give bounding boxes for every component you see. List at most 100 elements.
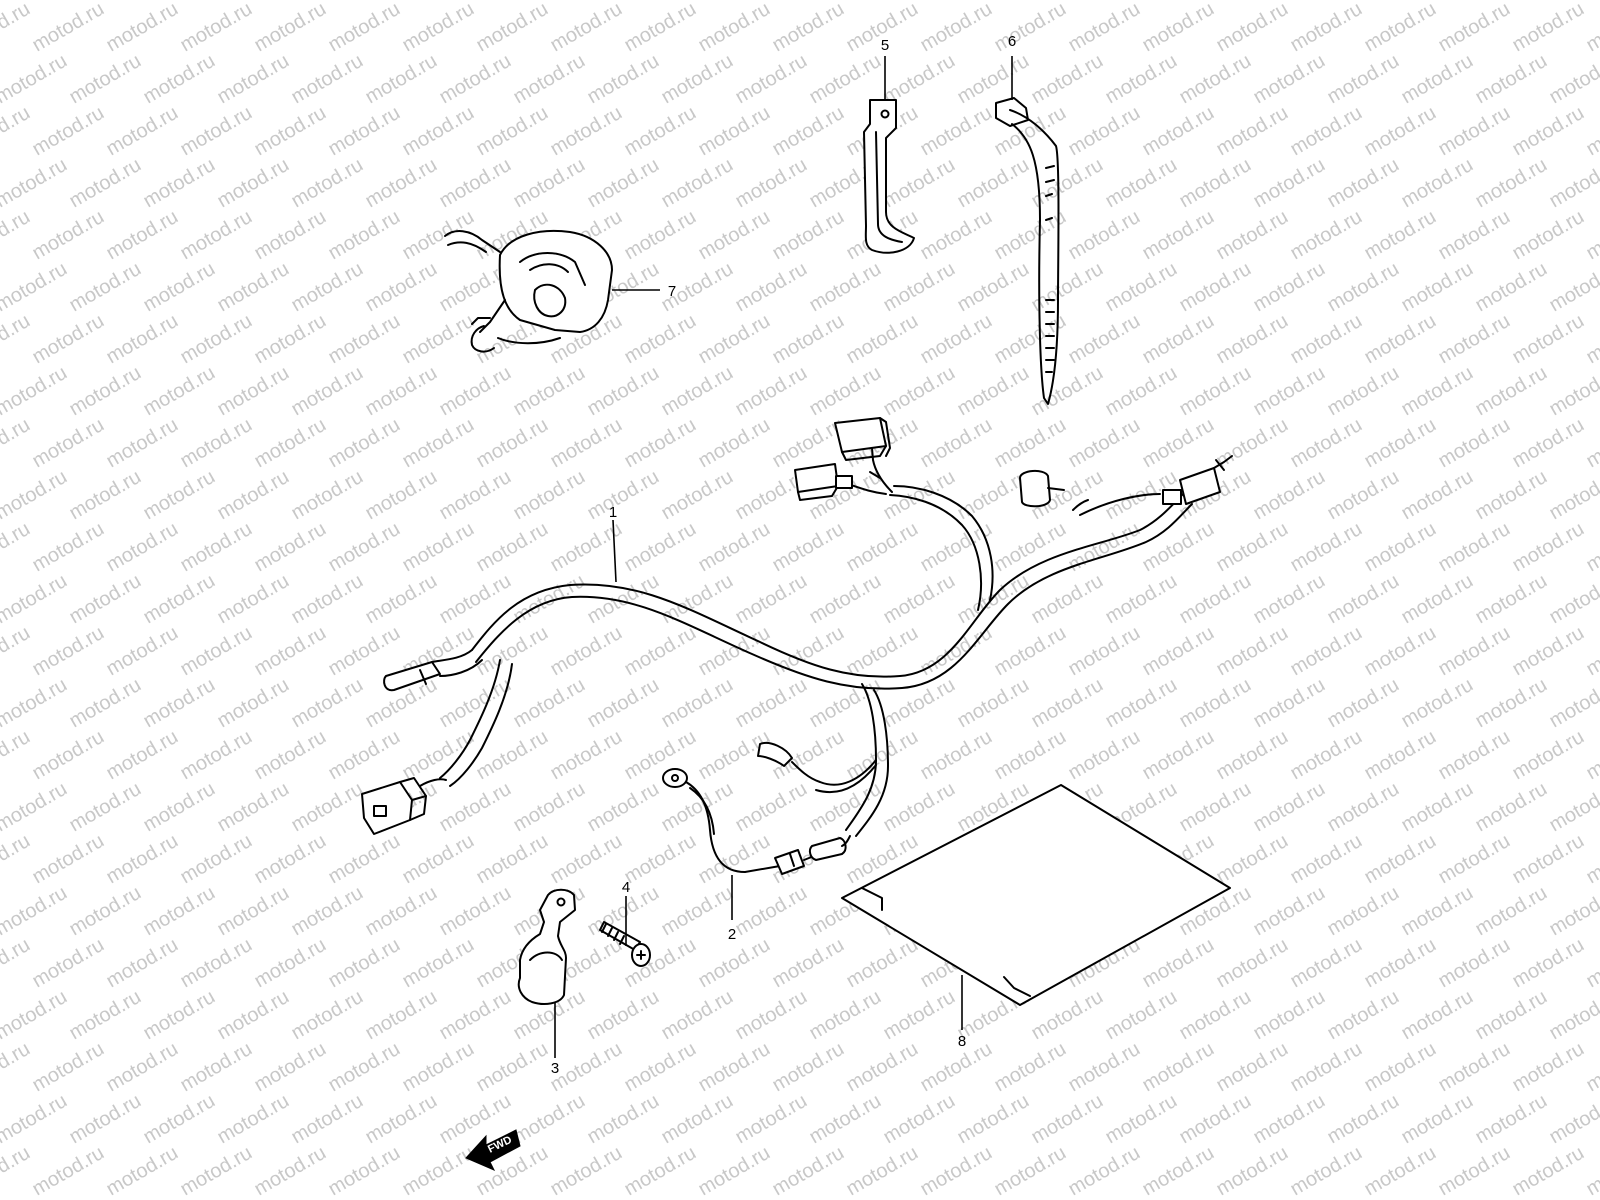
watermark-text: motod.ru [1102,50,1181,109]
watermark-text: motod.ru [769,0,848,56]
watermark-text: motod.ru [1324,1090,1403,1149]
watermark-text: motod.ru [362,986,441,1045]
watermark-text: motod.ru [732,0,811,4]
watermark-text: motod.ru [1472,258,1551,317]
watermark-text: motod.ru [473,0,552,56]
watermark-text: motod.ru [325,206,404,265]
watermark-text: motod.ru [732,1090,811,1149]
watermark-text: motod.ru [584,154,663,213]
watermark-text: motod.ru [325,518,404,577]
watermark-text: motod.ru [584,986,663,1045]
watermark-text: motod.ru [1028,362,1107,421]
watermark-text: motod.ru [436,466,515,525]
watermark-text: motod.ru [1398,362,1477,421]
watermark-text: motod.ru [1546,1090,1600,1149]
watermark-text: motod.ru [510,778,589,837]
watermark-text: motod.ru [547,102,626,161]
watermark-text: motod.ru [1287,726,1366,785]
watermark-text: motod.ru [436,986,515,1045]
watermark-text: motod.ru [251,102,330,161]
watermark-text: motod.ru [658,154,737,213]
watermark-text: motod.ru [29,622,108,681]
watermark-text: motod.ru [1250,0,1329,4]
watermark-text: motod.ru [732,362,811,421]
watermark-text: motod.ru [991,0,1070,56]
watermark-text: motod.ru [1583,830,1600,889]
watermark-text: motod.ru [1139,102,1218,161]
watermark-text: motod.ru [140,50,219,109]
watermark-text: motod.ru [288,0,367,4]
watermark-text: motod.ru [1065,726,1144,785]
watermark-text: motod.ru [806,0,885,4]
watermark-text: motod.ru [806,986,885,1045]
watermark-text: motod.ru [1250,362,1329,421]
part-7-switch-assembly [444,229,613,353]
watermark-text: motod.ru [1250,778,1329,837]
watermark-text: motod.ru [29,1142,108,1200]
watermark-text: motod.ru [288,258,367,317]
watermark-text: motod.ru [0,778,71,837]
watermark-text: motod.ru [1398,466,1477,525]
watermark-text: motod.ru [695,1038,774,1097]
watermark-text: motod.ru [251,934,330,993]
watermark-text: motod.ru [140,258,219,317]
watermark-text: motod.ru [436,778,515,837]
watermark-text: motod.ru [1065,102,1144,161]
watermark-text: motod.ru [325,0,404,56]
watermark-text: motod.ru [362,0,441,4]
watermark-text: motod.ru [1435,518,1514,577]
watermark-text: motod.ru [1472,362,1551,421]
watermark-text: motod.ru [547,414,626,473]
watermark-text: motod.ru [1361,726,1440,785]
watermark-text: motod.ru [1324,50,1403,109]
watermark-text: motod.ru [584,0,663,4]
watermark-text: motod.ru [658,50,737,109]
callout-6: 6 [1008,33,1016,50]
watermark-text: motod.ru [1213,830,1292,889]
watermark-text: motod.ru [1583,726,1600,785]
watermark-text: motod.ru [103,102,182,161]
watermark-text: motod.ru [399,414,478,473]
watermark-text: motod.ru [658,986,737,1045]
watermark-text: motod.ru [1324,0,1403,4]
watermark-text: motod.ru [0,102,34,161]
watermark-text: motod.ru [1361,1038,1440,1097]
watermark-text: motod.ru [806,778,885,837]
watermark-text: motod.ru [695,102,774,161]
watermark-text: motod.ru [1065,206,1144,265]
watermark-text: motod.ru [1250,882,1329,941]
watermark-text: motod.ru [1398,778,1477,837]
watermark-text: motod.ru [1250,154,1329,213]
watermark-text: motod.ru [177,830,256,889]
watermark-text: motod.ru [917,310,996,369]
watermark-text: motod.ru [66,778,145,837]
watermark-text: motod.ru [806,362,885,421]
harness-connectors [361,417,1233,835]
leader-lines [554,56,1013,1058]
watermark-text: motod.ru [1250,466,1329,525]
watermark-text: motod.ru [325,726,404,785]
watermark-text: motod.ru [695,310,774,369]
watermark-text: motod.ru [917,206,996,265]
watermark-text: motod.ru [140,154,219,213]
part-6-cable-tie [995,97,1060,405]
watermark-text: motod.ru [1324,778,1403,837]
watermark-text: motod.ru [917,518,996,577]
watermark-text: motod.ru [362,1090,441,1149]
watermark-text: motod.ru [1472,50,1551,109]
watermark-text: motod.ru [510,362,589,421]
watermark-text: motod.ru [1324,882,1403,941]
watermark-text: motod.ru [769,934,848,993]
watermark-text: motod.ru [29,1038,108,1097]
watermark-text: motod.ru [140,570,219,629]
watermark-text: motod.ru [288,50,367,109]
watermark-text: motod.ru [1546,50,1600,109]
watermark-text: motod.ru [1546,154,1600,213]
watermark-text: motod.ru [1435,622,1514,681]
watermark-text: motod.ru [917,0,996,56]
watermark-text: motod.ru [140,0,219,4]
watermark-text: motod.ru [1176,362,1255,421]
watermark-text: motod.ru [1102,362,1181,421]
watermark-text: motod.ru [1435,1038,1514,1097]
